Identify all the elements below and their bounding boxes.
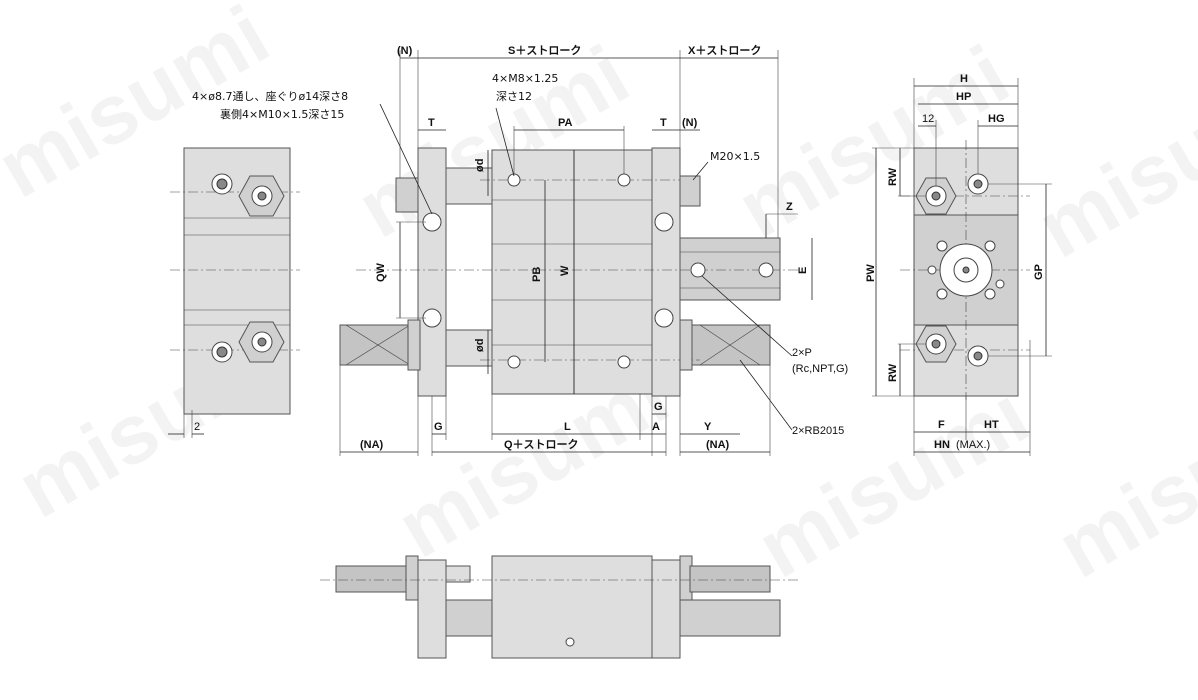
- dim-rw-top: RW: [887, 167, 899, 186]
- front-hole-top-right: [617, 173, 631, 187]
- dim-hg: HG: [988, 113, 1005, 125]
- note-p-port: 2×P: [792, 347, 812, 359]
- dim-12: 12: [922, 113, 934, 125]
- dim-l: L: [564, 421, 571, 433]
- dim-a: A: [652, 421, 660, 433]
- dim-rw-bottom: RW: [887, 363, 899, 382]
- dim-qw: QW: [375, 262, 387, 282]
- front-nut-top-left: [395, 177, 419, 213]
- front-plate-hole-3: [654, 212, 674, 232]
- front-rod-block-top: [445, 167, 493, 205]
- front-nut-bottom-left: [407, 319, 421, 371]
- dim-gp: GP: [1033, 264, 1045, 280]
- dim-pb: PB: [531, 267, 543, 282]
- bottom-rail-right: [679, 599, 781, 637]
- front-nut-top-right: [679, 175, 701, 207]
- note-m8: 4×M8×1.25: [492, 72, 558, 85]
- dim-hp: HP: [956, 91, 971, 103]
- watermark-text-8: misumi: [1042, 367, 1198, 595]
- dim-g-left: G: [434, 421, 443, 433]
- right-end-view: H HP 12 HG PW RW RW GP F HT HN (M: [865, 73, 1052, 456]
- dim-f: F: [938, 419, 945, 431]
- front-view: (N) S＋ストローク X＋ストローク T PA T (N) 4×M8×1.25…: [192, 44, 848, 456]
- dim-na-right: (NA): [706, 439, 730, 451]
- dim-hn-max: (MAX.): [956, 439, 990, 451]
- bottom-nut-left: [405, 555, 419, 601]
- dim-z: Z: [786, 201, 793, 213]
- front-end-plate-left: [417, 147, 447, 397]
- dim-t-right: T: [660, 117, 667, 129]
- dim-hn: HN: [934, 439, 950, 451]
- bottom-shock-left: [335, 565, 415, 593]
- bottom-shock-right: [689, 565, 771, 593]
- front-port-left: [690, 262, 706, 278]
- note-depth12: 深さ12: [496, 90, 532, 103]
- dim-t-left: T: [428, 117, 435, 129]
- bottom-view: [320, 555, 800, 659]
- dim-x-stroke: X＋ストローク: [688, 44, 761, 57]
- note-p-port-sub: (Rc,NPT,G): [792, 363, 848, 375]
- note-hole-1: 4×ø8.7通し、座ぐりø14深さ8: [192, 89, 348, 103]
- dim-n-top-left: (N): [397, 45, 413, 57]
- front-nut-bottom-right: [679, 319, 693, 371]
- left-side-view: 2: [168, 147, 300, 438]
- front-main-body: [491, 149, 653, 395]
- bottom-rod-stub: [445, 565, 471, 583]
- dim-e: E: [797, 267, 809, 274]
- front-plate-hole-4: [654, 308, 674, 328]
- dim-q-stroke: Q＋ストローク: [504, 438, 579, 451]
- dim-pw: PW: [865, 264, 877, 282]
- front-port-right: [758, 262, 774, 278]
- dim-pa: PA: [558, 117, 573, 129]
- front-hole-bottom-left: [507, 355, 521, 369]
- note-rb: 2×RB2015: [792, 425, 844, 437]
- dim-s-stroke: S＋ストローク: [508, 44, 581, 57]
- front-shock-left: [339, 324, 419, 366]
- watermark-text-4: misumi: [1022, 47, 1198, 275]
- bottom-plate-right: [651, 559, 681, 659]
- note-hole-2: 裏側4×M10×1.5深さ15: [220, 107, 344, 121]
- bottom-rail-left: [445, 599, 493, 637]
- dim-y: Y: [704, 421, 712, 433]
- bottom-plate-left: [417, 559, 447, 659]
- dim-na-left: (NA): [360, 439, 384, 451]
- dim-h: H: [960, 73, 968, 85]
- front-hole-bottom-right: [617, 355, 631, 369]
- dim-left-2: 2: [194, 421, 200, 433]
- dim-n-right: (N): [682, 117, 698, 129]
- watermark-text-7: misumi: [742, 367, 1044, 595]
- front-end-plate-right: [651, 147, 681, 397]
- note-m20: M20×1.5: [710, 150, 760, 163]
- dim-ht: HT: [984, 419, 999, 431]
- dim-od-top: ød: [474, 159, 486, 172]
- dim-g-right: G: [654, 401, 663, 413]
- dim-w: W: [559, 265, 571, 276]
- dim-od-bottom: ød: [474, 339, 486, 352]
